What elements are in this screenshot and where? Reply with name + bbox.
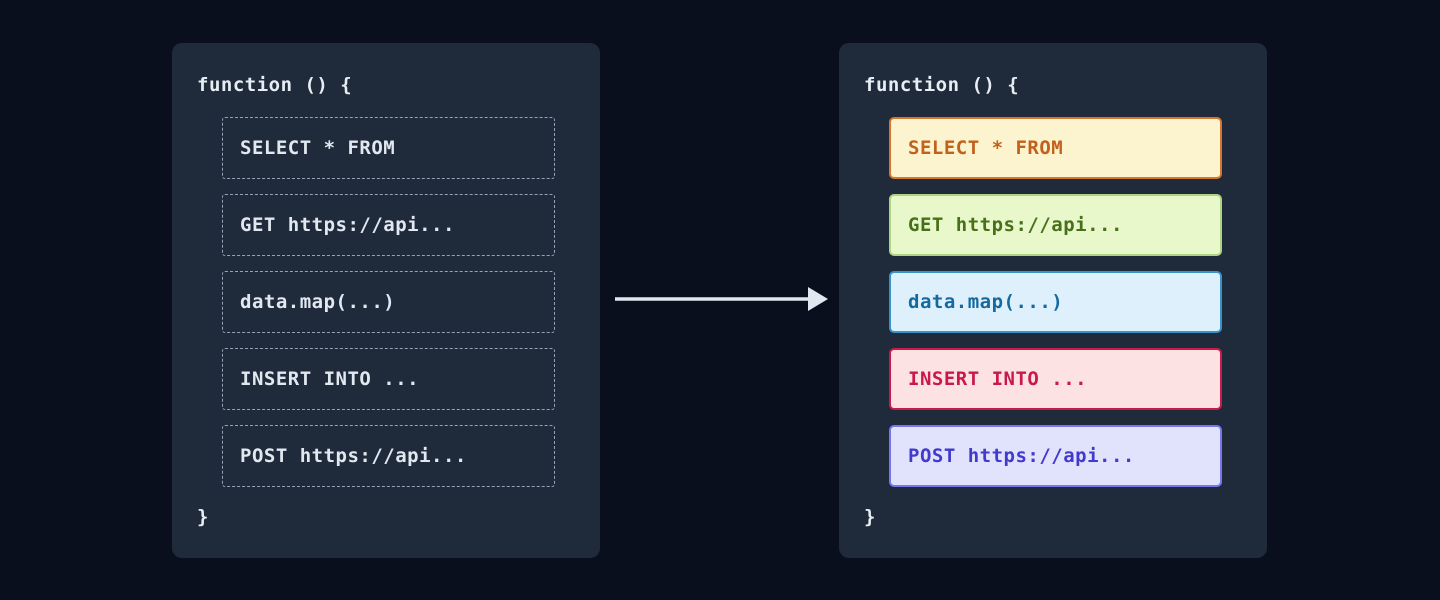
function-close-line: } xyxy=(197,506,209,528)
code-line-post: POST https://api... xyxy=(222,425,555,487)
arrow-head xyxy=(808,287,828,311)
highlighted-code-line-list: SELECT * FROM GET https://api... data.ma… xyxy=(889,117,1222,487)
transform-arrow-icon xyxy=(615,287,828,311)
function-open-line: function () { xyxy=(197,74,353,96)
code-line-get: GET https://api... xyxy=(222,194,555,256)
code-line-post-highlighted: POST https://api... xyxy=(889,425,1222,487)
function-close-line: } xyxy=(864,506,876,528)
code-line-insert: INSERT INTO ... xyxy=(222,348,555,410)
code-line-select-highlighted: SELECT * FROM xyxy=(889,117,1222,179)
code-line-select: SELECT * FROM xyxy=(222,117,555,179)
function-open-line: function () { xyxy=(864,74,1020,96)
source-code-line-list: SELECT * FROM GET https://api... data.ma… xyxy=(222,117,555,487)
code-line-insert-highlighted: INSERT INTO ... xyxy=(889,348,1222,410)
code-line-map-highlighted: data.map(...) xyxy=(889,271,1222,333)
code-line-get-highlighted: GET https://api... xyxy=(889,194,1222,256)
source-code-panel: function () { SELECT * FROM GET https://… xyxy=(172,43,600,558)
code-line-map: data.map(...) xyxy=(222,271,555,333)
highlighted-code-panel: function () { SELECT * FROM GET https://… xyxy=(839,43,1267,558)
